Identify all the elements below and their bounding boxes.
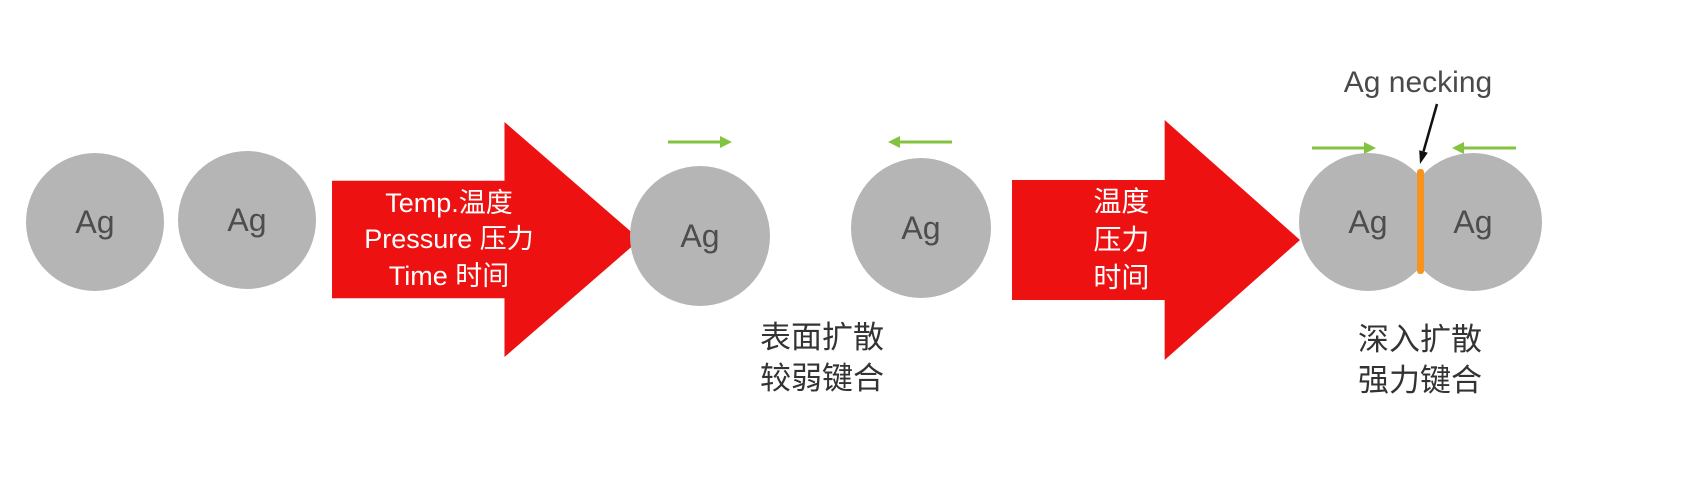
green-arrow-right-icon	[1312, 142, 1376, 154]
ag-neck-junction	[1417, 169, 1424, 274]
ag-particle-label: Ag	[227, 201, 267, 238]
necking-pointer-arrow-icon	[1419, 103, 1439, 164]
caption-strong-bonding: 强力键合	[1358, 362, 1482, 398]
ag-particle: Ag	[178, 151, 316, 289]
condition-time: Time 时间	[388, 260, 510, 291]
ag-particle: Ag	[851, 158, 991, 298]
process-arrow: Temp.温度 Pressure 压力 Time 时间	[332, 122, 640, 357]
ag-particle-label: Ag	[680, 217, 720, 254]
caption-weak-bonding: 较弱键合	[760, 360, 884, 396]
condition-temp: Temp.温度	[385, 187, 513, 218]
ag-particle: Ag	[630, 166, 770, 306]
green-arrow-right-icon	[668, 136, 732, 148]
stage2-caption: 表面扩散 较弱键合	[712, 318, 932, 400]
ag-particle-label: Ag	[1348, 203, 1388, 240]
stage3-caption: 深入扩散 强力键合	[1310, 320, 1530, 402]
green-arrow-left-icon	[888, 136, 952, 148]
ag-particle-label: Ag	[1453, 203, 1493, 240]
ag-particle: Ag	[26, 153, 164, 291]
process-conditions-text: Temp.温度 Pressure 压力 Time 时间	[332, 122, 566, 357]
condition-temp: 温度	[1093, 186, 1150, 218]
condition-pressure: 压力	[1093, 224, 1150, 256]
necking-label: Ag necking	[1343, 66, 1493, 99]
ag-particle-label: Ag	[901, 209, 941, 246]
condition-time: 时间	[1093, 261, 1150, 293]
ag-particle: Ag	[1404, 153, 1542, 291]
green-arrow-left-icon	[1452, 142, 1516, 154]
condition-pressure: Pressure 压力	[364, 224, 534, 255]
ag-particle-label: Ag	[75, 203, 115, 240]
process-conditions-text: 温度 压力 时间	[1012, 120, 1231, 360]
caption-surface-diffusion: 表面扩散	[760, 320, 884, 355]
caption-deep-diffusion: 深入扩散	[1358, 322, 1482, 357]
process-arrow: 温度 压力 时间	[1012, 120, 1300, 360]
